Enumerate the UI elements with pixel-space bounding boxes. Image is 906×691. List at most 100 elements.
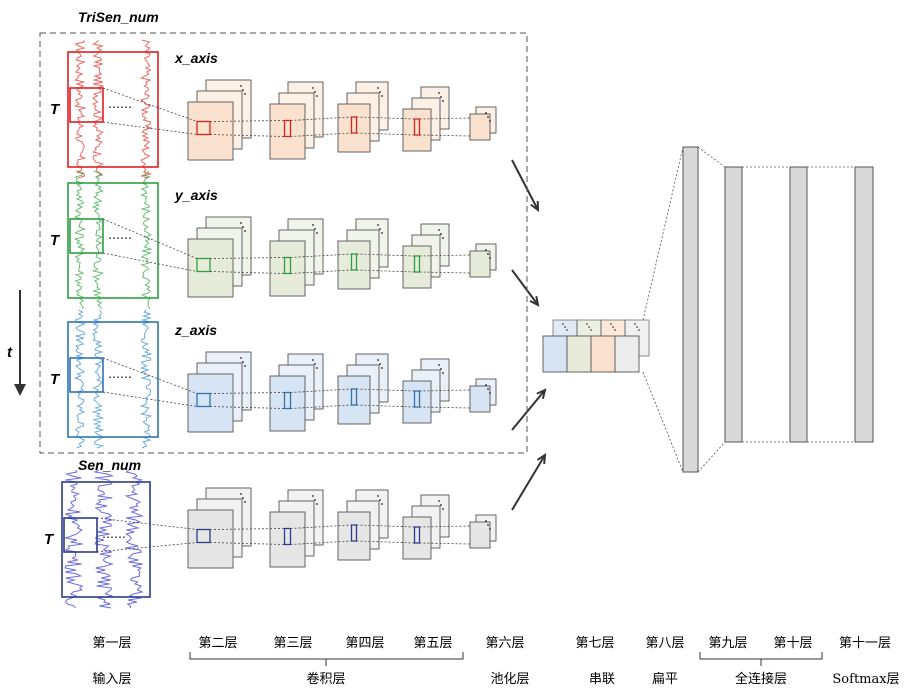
map-dot xyxy=(314,228,316,230)
layer-5-label: 第五层 xyxy=(413,636,452,651)
signal-trace xyxy=(91,309,105,449)
layer-labels: 第一层 第二层 第三层 第四层 第五层 第六层 第七层 第八层 第九层 第十层 … xyxy=(92,636,899,687)
map-dot xyxy=(489,257,491,259)
map-dot xyxy=(489,528,491,530)
layer-4-label: 第四层 xyxy=(345,636,384,651)
projection-line xyxy=(209,542,285,545)
axis-label: y_axis xyxy=(174,187,218,203)
input-t-label: T xyxy=(44,531,55,548)
kernel-window xyxy=(283,119,292,138)
projection-line xyxy=(356,404,415,408)
feature-map-stack-4 xyxy=(337,81,389,153)
projection-line xyxy=(96,517,198,530)
kernel-window xyxy=(350,253,358,271)
projection-line xyxy=(102,357,198,394)
feature-map xyxy=(187,373,234,433)
feature-map-stack-4 xyxy=(337,353,389,425)
map-dot xyxy=(485,112,487,114)
projection-line xyxy=(419,134,471,137)
layer-7-label: 第七层 xyxy=(575,636,614,651)
feature-map xyxy=(402,108,432,152)
concat-dot xyxy=(562,323,564,325)
input-window xyxy=(63,517,98,553)
fully-connected-block xyxy=(642,146,874,473)
map-dot xyxy=(379,499,381,501)
map-dot xyxy=(314,363,316,365)
map-dot xyxy=(381,95,383,97)
projection-line xyxy=(419,406,471,409)
input-t-label: T xyxy=(50,101,61,118)
time-arrow-head xyxy=(14,384,26,396)
layer-8-label: 第八层 xyxy=(645,636,684,651)
map-dot xyxy=(485,520,487,522)
map-dot xyxy=(379,91,381,93)
map-dot xyxy=(487,524,489,526)
layer-10-label: 第十层 xyxy=(773,636,812,651)
group-pool-label: 池化层 xyxy=(490,672,529,687)
concat-segment xyxy=(614,335,640,373)
input-dots: …… xyxy=(108,367,132,381)
concat-dot xyxy=(588,326,590,328)
fc-layer-8 xyxy=(682,146,699,473)
branch-s: T…… xyxy=(44,469,497,609)
signal-trace xyxy=(124,469,145,609)
feature-map xyxy=(269,375,306,432)
map-dot xyxy=(316,503,318,505)
map-dot xyxy=(316,367,318,369)
branch-arrow-head xyxy=(536,388,547,399)
kernel-window xyxy=(350,524,358,542)
feature-map xyxy=(469,250,491,278)
kernel-window xyxy=(413,255,421,273)
projection-line xyxy=(356,132,415,136)
concat-dot xyxy=(590,329,592,331)
feature-map-stack-2 xyxy=(187,351,252,433)
kernel-window xyxy=(196,120,211,136)
projection-line xyxy=(102,218,198,259)
map-dot xyxy=(438,364,440,366)
map-dot xyxy=(244,93,246,95)
sen-title: Sen_num xyxy=(78,457,141,473)
map-dot xyxy=(379,363,381,365)
map-dot xyxy=(381,232,383,234)
feature-map-stack-3 xyxy=(269,218,324,297)
projection-line xyxy=(419,117,471,120)
branches: T……x_axisT……y_axisT……z_axisT…… xyxy=(44,39,497,609)
map-dot xyxy=(440,504,442,506)
input-t-label: T xyxy=(50,371,61,388)
map-dot xyxy=(487,388,489,390)
map-dot xyxy=(438,229,440,231)
branch-z: T……z_axis xyxy=(50,309,497,449)
feature-map xyxy=(402,245,432,289)
map-dot xyxy=(485,384,487,386)
group-conv-label: 卷积层 xyxy=(306,671,345,687)
map-dot xyxy=(377,87,379,89)
input-window xyxy=(69,357,104,393)
feature-map xyxy=(469,113,491,141)
signal-trace xyxy=(73,39,87,179)
input-window xyxy=(69,87,104,123)
map-dot xyxy=(244,365,246,367)
map-dot xyxy=(379,228,381,230)
signal-trace xyxy=(139,309,153,449)
layer-11-label: 第十一层 xyxy=(839,636,891,651)
group-fc-label: 全连接层 xyxy=(735,671,787,687)
fc-connection xyxy=(697,441,726,473)
map-dot xyxy=(440,368,442,370)
map-dot xyxy=(377,224,379,226)
projection-line xyxy=(356,540,415,544)
fc-connection xyxy=(642,146,684,321)
projection-line xyxy=(419,389,471,392)
feature-map-stack-2 xyxy=(187,487,252,569)
projection-line xyxy=(102,87,198,122)
kernel-window xyxy=(196,528,211,544)
map-dot xyxy=(244,230,246,232)
time-axis-label: t xyxy=(7,344,13,361)
signal-trace xyxy=(93,469,115,609)
branch-arrow xyxy=(511,159,539,211)
feature-map-stack-6 xyxy=(469,106,497,141)
projection-line xyxy=(356,524,415,528)
feature-map-stack-6 xyxy=(469,514,497,549)
fc-bracket xyxy=(699,652,823,666)
feature-map-stack-5 xyxy=(402,86,450,152)
map-dot xyxy=(240,222,242,224)
